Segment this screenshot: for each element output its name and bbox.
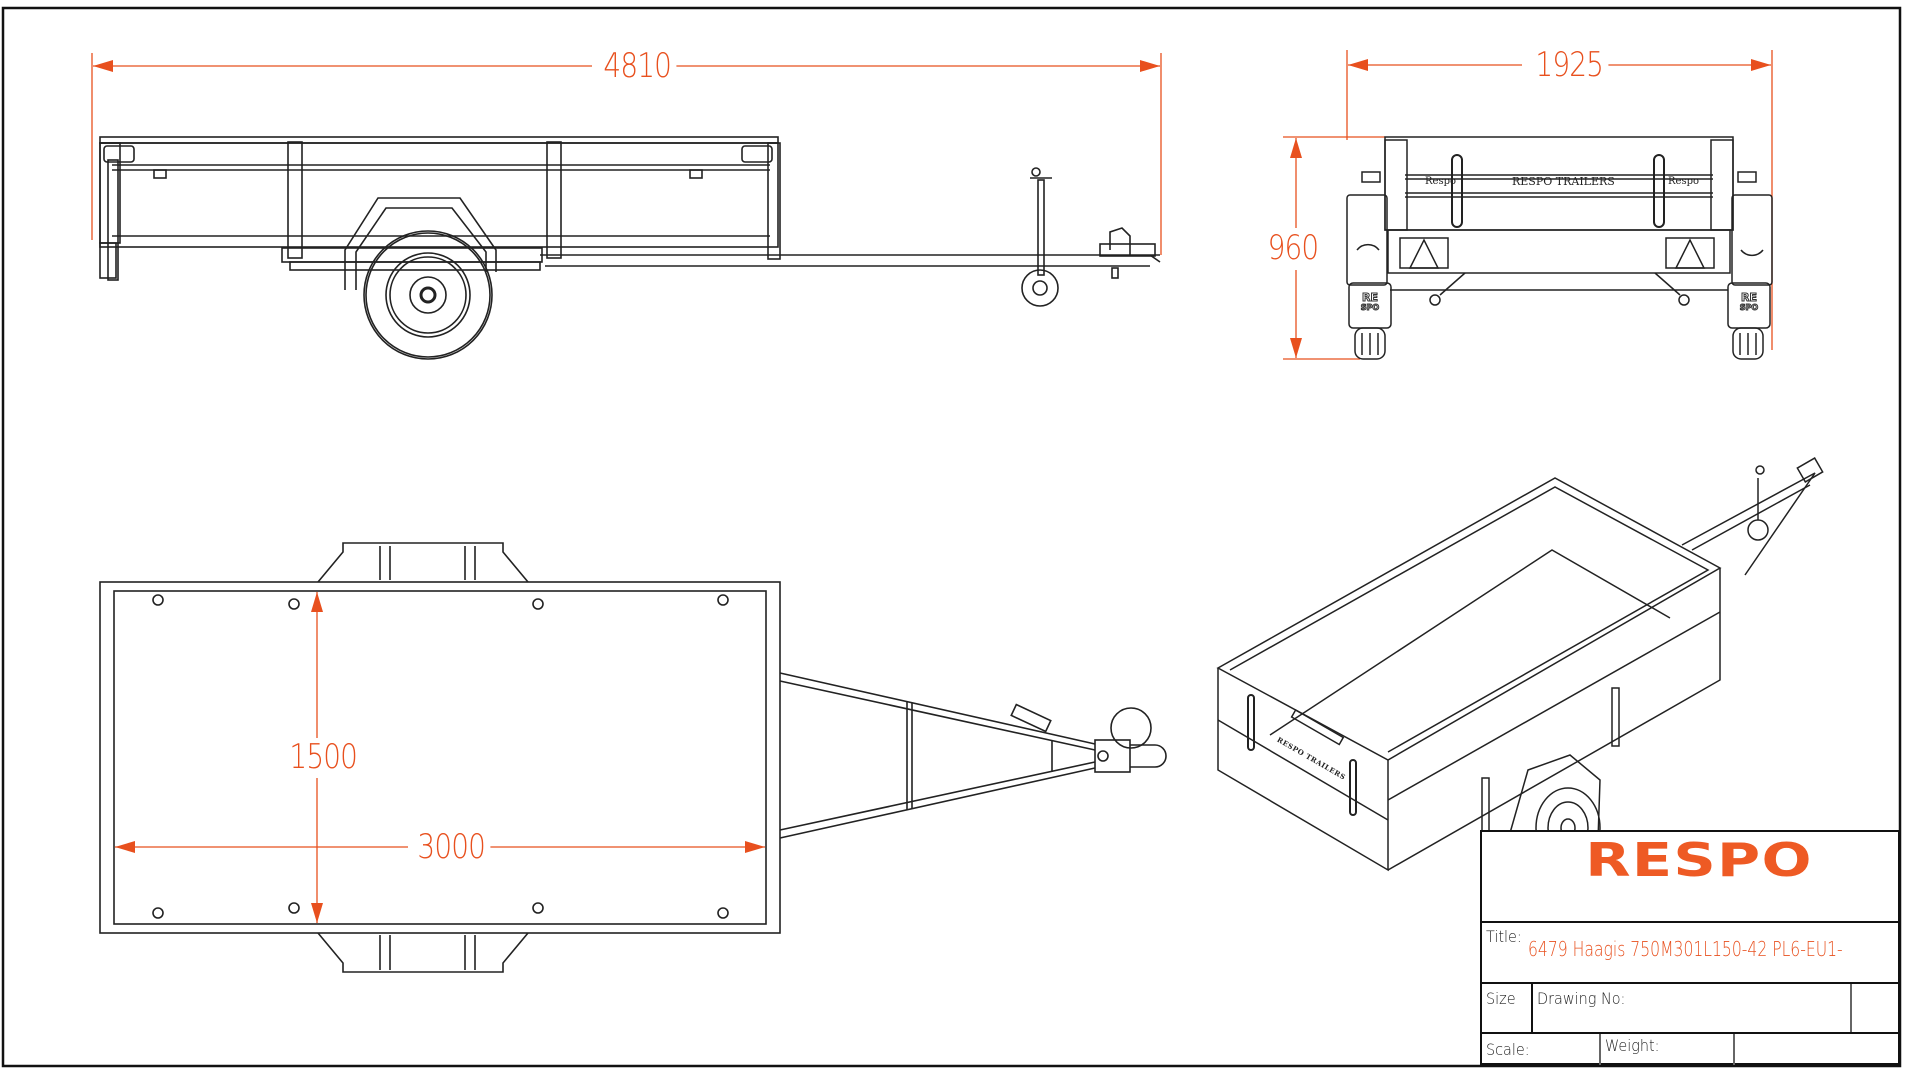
isometric-view xyxy=(1216,457,1824,872)
mudflap-left-bottom-text: SPO xyxy=(1360,303,1380,313)
front-tailgate-brand-center: RESPO TRAILERS xyxy=(1512,175,1615,188)
drawing-no-label: Drawing No: xyxy=(1537,989,1626,1008)
title-value: 6479 Haagis 750M301L150-42 PL6-EU1- xyxy=(1528,937,1843,961)
dimension-label-1925: 1925 xyxy=(1530,48,1609,82)
iso-drawbar xyxy=(1681,472,1816,576)
weight-cell: Weight: xyxy=(1601,1034,1735,1065)
title-block-title-row: Title: 6479 Haagis 750M301L150-42 PL6-EU… xyxy=(1482,923,1898,984)
side-coupler xyxy=(1099,227,1156,279)
title-block-logo-row: RESPO xyxy=(1482,832,1898,923)
scale-label: Scale: xyxy=(1486,1040,1530,1059)
front-tailgate-brand-right: Respo xyxy=(1668,176,1700,187)
side-fender xyxy=(344,197,497,290)
top-fender-lower xyxy=(317,932,529,973)
side-cargo-box xyxy=(99,136,1161,281)
mudflap-right-top-text: RE xyxy=(1741,291,1758,304)
drawing-no-cell: Drawing No: xyxy=(1533,984,1852,1032)
dimension-label-4810: 4810 xyxy=(598,49,677,83)
sheet-border xyxy=(1,6,1902,1068)
dimension-label-3000: 3000 xyxy=(412,830,491,864)
scale-cell: Scale: xyxy=(1482,1034,1601,1065)
top-drawbar xyxy=(779,672,1167,839)
dimension-4810 xyxy=(91,53,1162,255)
top-tie-downs xyxy=(152,594,729,919)
title-block-size-row: Size Drawing No: xyxy=(1482,984,1898,1034)
top-fender-upper xyxy=(317,542,529,583)
dimension-label-1500: 1500 xyxy=(289,737,358,777)
title-block-scale-row: Scale: Weight: xyxy=(1482,1034,1898,1065)
respo-logo: RESPO xyxy=(1585,833,1813,887)
front-tailgate-brand-left: Respo xyxy=(1425,176,1457,187)
top-frame-outer xyxy=(99,581,781,934)
dimension-960 xyxy=(1283,136,1385,360)
dimension-label-960: 960 xyxy=(1267,228,1319,268)
iso-box-floor xyxy=(1269,549,1671,736)
side-wheel xyxy=(363,230,493,360)
front-mudflap-right: RE SPO xyxy=(1735,291,1763,313)
size-cell: Size xyxy=(1482,984,1533,1032)
side-jockey-wheel xyxy=(1021,167,1059,307)
front-mudflap-left: RE SPO xyxy=(1356,291,1384,313)
top-frame-inner xyxy=(113,590,767,925)
weight-label: Weight: xyxy=(1605,1036,1660,1055)
title-block: RESPO Title: 6479 Haagis 750M301L150-42 … xyxy=(1480,830,1900,1065)
size-label: Size xyxy=(1486,989,1516,1008)
side-view xyxy=(91,53,1162,360)
dimension-1925 xyxy=(1346,50,1773,350)
top-view xyxy=(99,542,1167,973)
title-label: Title: xyxy=(1486,927,1522,946)
mudflap-left-top-text: RE xyxy=(1362,291,1379,304)
front-view xyxy=(1283,50,1773,360)
mudflap-right-bottom-text: SPO xyxy=(1739,303,1759,313)
